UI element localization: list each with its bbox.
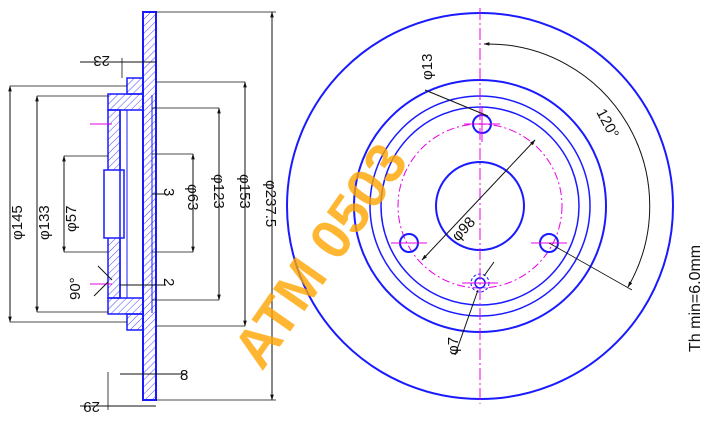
hub-flange-bottom — [107, 297, 144, 315]
hub-flange-top — [107, 93, 144, 111]
angle-120-arc — [483, 42, 651, 288]
section-view: φ145 φ133 φ57 φ63 φ123 φ153 φ237.5 90° 2… — [8, 11, 279, 415]
dim-8: 8 — [180, 367, 188, 384]
dim-d237-5: φ237.5 — [262, 180, 279, 227]
watermark: ATM 0503 — [220, 132, 419, 379]
dim-23: 23 — [93, 52, 110, 69]
dim-d63: φ63 — [184, 184, 201, 210]
rotor-plate-section — [142, 11, 157, 401]
th-min-label: Th min=6.0mm — [687, 245, 704, 352]
dim-d57: φ57 — [63, 206, 80, 232]
hat-wall-bottom — [126, 313, 144, 331]
dim-2: 2 — [160, 278, 177, 286]
dim-d145: φ145 — [9, 205, 26, 240]
dim-d153: φ153 — [236, 174, 253, 209]
hub-bore — [103, 169, 125, 239]
hat-wall-top — [126, 77, 144, 95]
dim-d13: φ13 — [419, 54, 436, 80]
dim-120-deg: 120° — [592, 106, 622, 141]
dim-d7: φ7 — [445, 337, 462, 355]
pcd-dimension-line — [421, 139, 536, 261]
dim-90-deg: 90° — [67, 277, 84, 300]
dim-29: 29 — [83, 398, 100, 415]
dim-d123: φ123 — [210, 174, 227, 209]
dim-3: 3 — [160, 188, 177, 196]
dim-d133: φ133 — [36, 205, 53, 240]
